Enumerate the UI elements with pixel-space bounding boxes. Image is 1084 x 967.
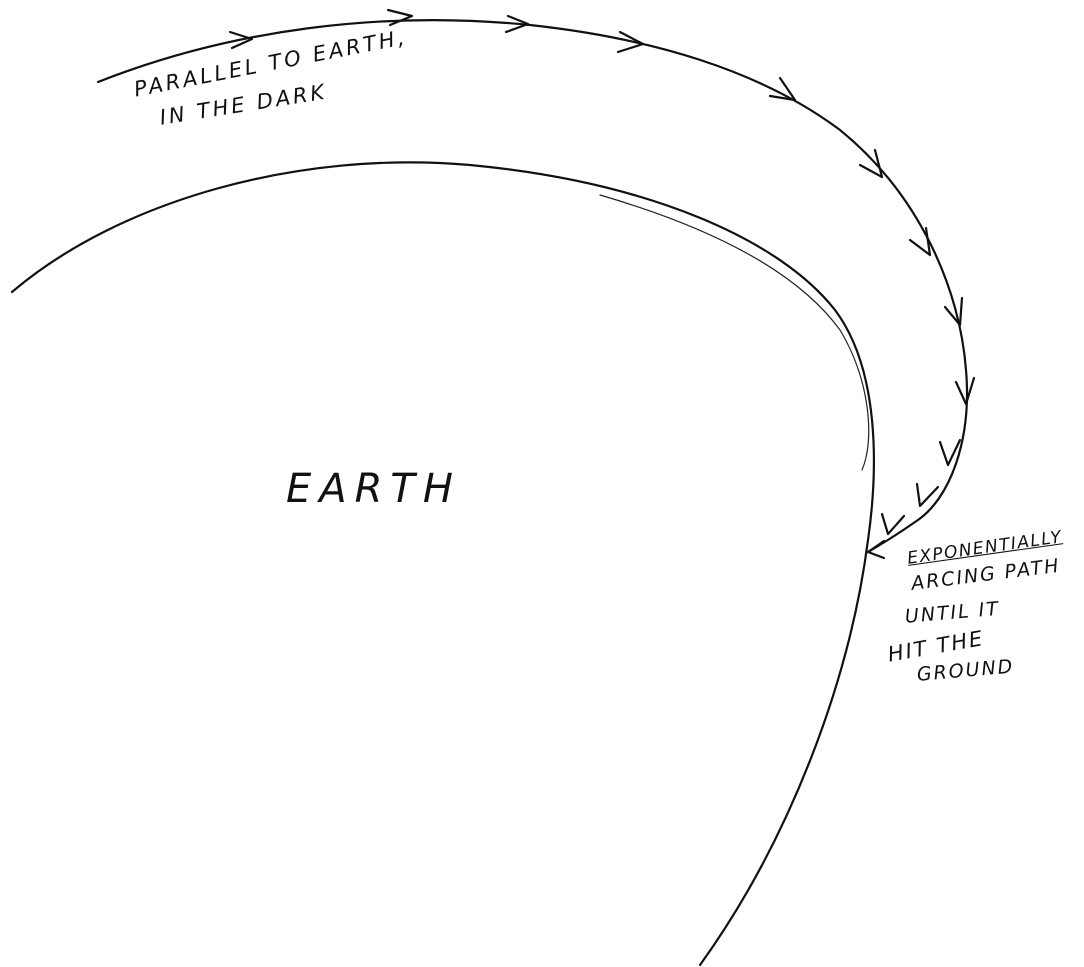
arrowhead-impact: [868, 541, 884, 558]
arrowhead-2: [388, 10, 412, 25]
earth-outline: [12, 162, 874, 965]
earth-label: EARTH: [286, 466, 461, 512]
arrowhead-7: [910, 228, 930, 255]
arrowhead-9: [956, 378, 974, 404]
earth-outline-double-stroke: [600, 195, 869, 470]
arrowhead-6: [860, 150, 882, 177]
